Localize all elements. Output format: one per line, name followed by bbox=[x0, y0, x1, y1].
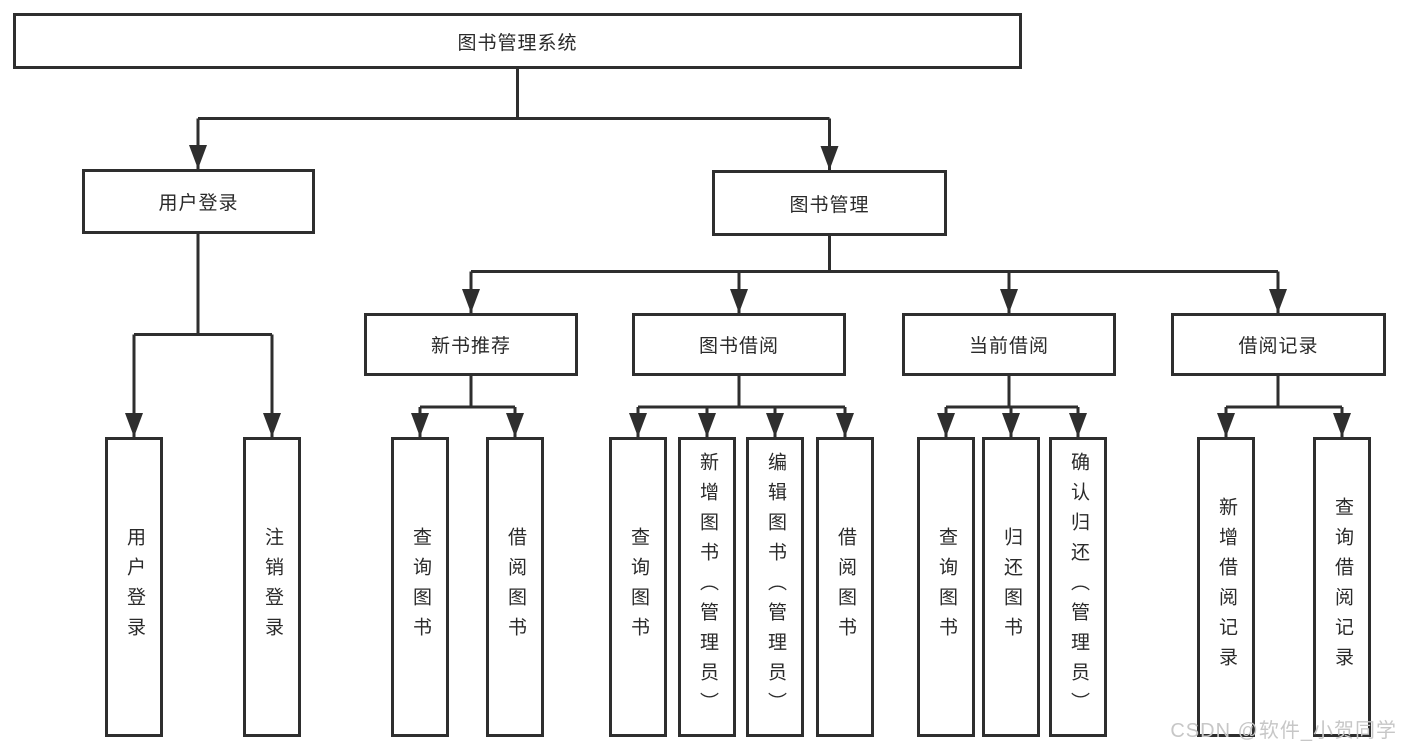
node-br-add-record: 新增借阅记录 bbox=[1197, 437, 1255, 737]
node-library-management-system: 图书管理系统 bbox=[13, 13, 1022, 69]
node-book-borrowing: 图书借阅 bbox=[632, 313, 846, 376]
node-borrowing-records: 借阅记录 bbox=[1171, 313, 1386, 376]
node-bb-add-books-admin: 新增图书（管理员） bbox=[678, 437, 736, 737]
node-user-login-leaf: 用户登录 bbox=[105, 437, 163, 737]
node-bb-edit-books-admin: 编辑图书（管理员） bbox=[746, 437, 804, 737]
node-nb-borrow-books: 借阅图书 bbox=[486, 437, 544, 737]
node-br-query-record: 查询借阅记录 bbox=[1313, 437, 1371, 737]
node-logout: 注销登录 bbox=[243, 437, 301, 737]
node-nb-query-books: 查询图书 bbox=[391, 437, 449, 737]
node-cb-return-books: 归还图书 bbox=[982, 437, 1040, 737]
node-bb-query-books: 查询图书 bbox=[609, 437, 667, 737]
node-user-login: 用户登录 bbox=[82, 169, 315, 234]
csdn-watermark: CSDN @软件_小贺同学 bbox=[1170, 720, 1397, 742]
node-new-book-recommendation: 新书推荐 bbox=[364, 313, 578, 376]
node-cb-confirm-return-admin: 确认归还（管理员） bbox=[1049, 437, 1107, 737]
node-cb-query-books: 查询图书 bbox=[917, 437, 975, 737]
node-book-management: 图书管理 bbox=[712, 170, 947, 236]
node-current-borrowing: 当前借阅 bbox=[902, 313, 1116, 376]
node-bb-borrow-books: 借阅图书 bbox=[816, 437, 874, 737]
